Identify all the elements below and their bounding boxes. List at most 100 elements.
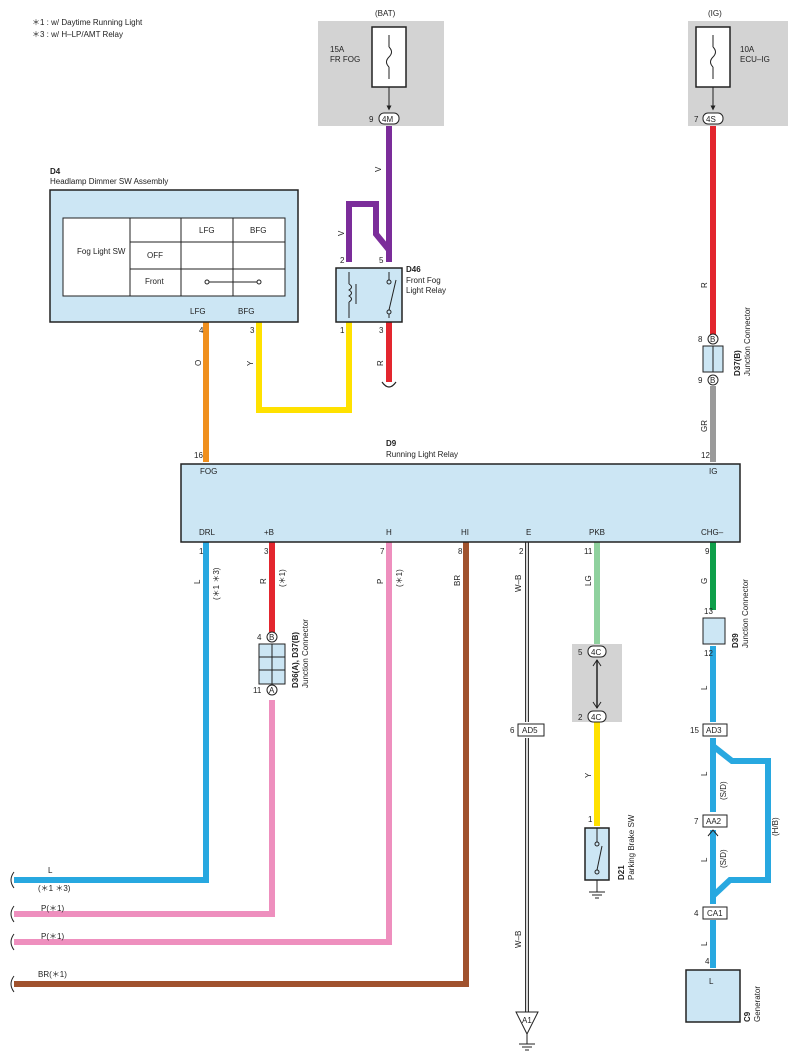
- svg-text:12: 12: [701, 451, 710, 460]
- svg-text:BR(＊1): BR(＊1): [38, 970, 67, 979]
- d37b-junction-connector: 8 B 9 B D37(B) Junction Connector: [698, 307, 752, 386]
- fuse-fr-fog: (BAT) 15A FR FOG 9 4M: [318, 9, 444, 126]
- svg-text:R: R: [700, 282, 709, 288]
- svg-text:1: 1: [199, 547, 204, 556]
- svg-text:CHG–: CHG–: [701, 528, 724, 537]
- svg-text:(IG): (IG): [708, 9, 722, 18]
- svg-text:Y: Y: [584, 772, 593, 778]
- svg-text:Junction Connector: Junction Connector: [743, 307, 752, 376]
- svg-text:D9: D9: [386, 439, 397, 448]
- d46-front-fog-relay: D46 Front Fog Light Relay 2 5 1 3: [335, 256, 446, 335]
- svg-text:L: L: [700, 771, 709, 776]
- svg-text:OFF: OFF: [147, 251, 163, 260]
- svg-text:D37(B): D37(B): [733, 350, 742, 376]
- svg-text:5: 5: [578, 648, 583, 657]
- svg-text:Junction Connector: Junction Connector: [741, 579, 750, 648]
- svg-text:(H/B): (H/B): [771, 817, 780, 836]
- svg-text:FR FOG: FR FOG: [330, 55, 360, 64]
- svg-text:ECU–IG: ECU–IG: [740, 55, 770, 64]
- svg-text:L: L: [700, 941, 709, 946]
- svg-text:(S/D): (S/D): [719, 849, 728, 868]
- svg-text:(＊1 ＊3): (＊1 ＊3): [212, 567, 221, 600]
- svg-text:2: 2: [340, 256, 345, 265]
- svg-text:6: 6: [510, 726, 515, 735]
- svg-text:1: 1: [340, 326, 345, 335]
- d39-junction-connector: 13 12 D39 Junction Connector: [702, 579, 750, 658]
- fuse-ecu-ig: (IG) 10A ECU–IG 7 4S: [688, 9, 788, 126]
- svg-text:4C: 4C: [591, 648, 601, 657]
- svg-text:IG: IG: [709, 467, 717, 476]
- svg-text:LFG: LFG: [199, 226, 215, 235]
- svg-text:4: 4: [694, 909, 699, 918]
- svg-text:BFG: BFG: [238, 307, 254, 316]
- svg-text:11: 11: [253, 686, 262, 695]
- svg-text:BFG: BFG: [250, 226, 266, 235]
- svg-text:AD3: AD3: [706, 726, 722, 735]
- svg-text:CA1: CA1: [707, 909, 723, 918]
- d21-parking-brake-sw: 1 D21 Parking Brake SW: [584, 814, 636, 899]
- outgoing-wire-ends: [10, 871, 15, 993]
- svg-text:Running Light Relay: Running Light Relay: [386, 450, 458, 459]
- svg-text:W–B: W–B: [514, 931, 523, 948]
- svg-text:10A: 10A: [740, 45, 755, 54]
- svg-text:4: 4: [705, 957, 710, 966]
- svg-text:L: L: [709, 977, 714, 986]
- svg-text:+B: +B: [264, 528, 274, 537]
- svg-text:4M: 4M: [382, 115, 393, 124]
- svg-text:(＊1): (＊1): [395, 569, 404, 587]
- svg-text:2: 2: [519, 547, 524, 556]
- svg-text:Front Fog: Front Fog: [406, 276, 441, 285]
- svg-text:B: B: [710, 335, 715, 344]
- svg-text:W–B: W–B: [514, 575, 523, 592]
- svg-text:R: R: [376, 360, 385, 366]
- svg-text:Headlamp Dimmer SW Assembly: Headlamp Dimmer SW Assembly: [50, 177, 168, 186]
- svg-text:C9: C9: [743, 1011, 752, 1022]
- svg-text:9: 9: [705, 547, 710, 556]
- svg-text:(＊1 ＊3): (＊1 ＊3): [38, 884, 71, 893]
- svg-text:3: 3: [250, 326, 255, 335]
- svg-text:P(＊1): P(＊1): [41, 932, 64, 941]
- svg-text:15A: 15A: [330, 45, 345, 54]
- svg-text:A: A: [269, 686, 275, 695]
- svg-text:O: O: [194, 360, 203, 366]
- svg-text:P(＊1): P(＊1): [41, 904, 64, 913]
- svg-text:Fog Light SW: Fog Light SW: [77, 247, 126, 256]
- svg-text:V: V: [337, 230, 346, 236]
- svg-text:Junction Connector: Junction Connector: [301, 619, 310, 688]
- svg-text:R: R: [259, 578, 268, 584]
- wire-labels: V V O Y R R GR L (＊1 ＊3) R (＊1) P (＊1) B…: [193, 166, 780, 948]
- connector-4c: 5 4C 2 4C: [572, 644, 622, 723]
- wires: [14, 126, 771, 1012]
- svg-text:Generator: Generator: [753, 986, 762, 1022]
- svg-text:Light Relay: Light Relay: [406, 286, 446, 295]
- svg-text:7: 7: [694, 817, 699, 826]
- svg-text:H: H: [386, 528, 392, 537]
- svg-text:L: L: [48, 866, 53, 875]
- svg-text:GR: GR: [700, 420, 709, 432]
- ground-a1: A1: [515, 1011, 539, 1051]
- svg-text:4S: 4S: [706, 115, 716, 124]
- svg-text:13: 13: [704, 607, 713, 616]
- svg-text:L: L: [700, 857, 709, 862]
- svg-text:8: 8: [698, 335, 703, 344]
- svg-text:B: B: [710, 376, 715, 385]
- svg-text:1: 1: [588, 815, 593, 824]
- svg-text:LG: LG: [584, 575, 593, 586]
- fuse-fog-source: (BAT): [375, 9, 396, 18]
- svg-text:Y: Y: [246, 360, 255, 366]
- svg-text:D4: D4: [50, 167, 61, 176]
- svg-text:L: L: [193, 579, 202, 584]
- svg-text:AD5: AD5: [522, 726, 538, 735]
- svg-text:9: 9: [369, 115, 374, 124]
- wire-break-mark: [381, 381, 397, 388]
- svg-text:B: B: [269, 633, 274, 642]
- svg-text:G: G: [700, 578, 709, 584]
- svg-text:8: 8: [458, 547, 463, 556]
- svg-text:V: V: [374, 166, 383, 172]
- svg-text:16: 16: [194, 451, 203, 460]
- svg-text:AA2: AA2: [706, 817, 722, 826]
- svg-text:5: 5: [379, 256, 384, 265]
- svg-text:7: 7: [380, 547, 385, 556]
- svg-text:HI: HI: [461, 528, 469, 537]
